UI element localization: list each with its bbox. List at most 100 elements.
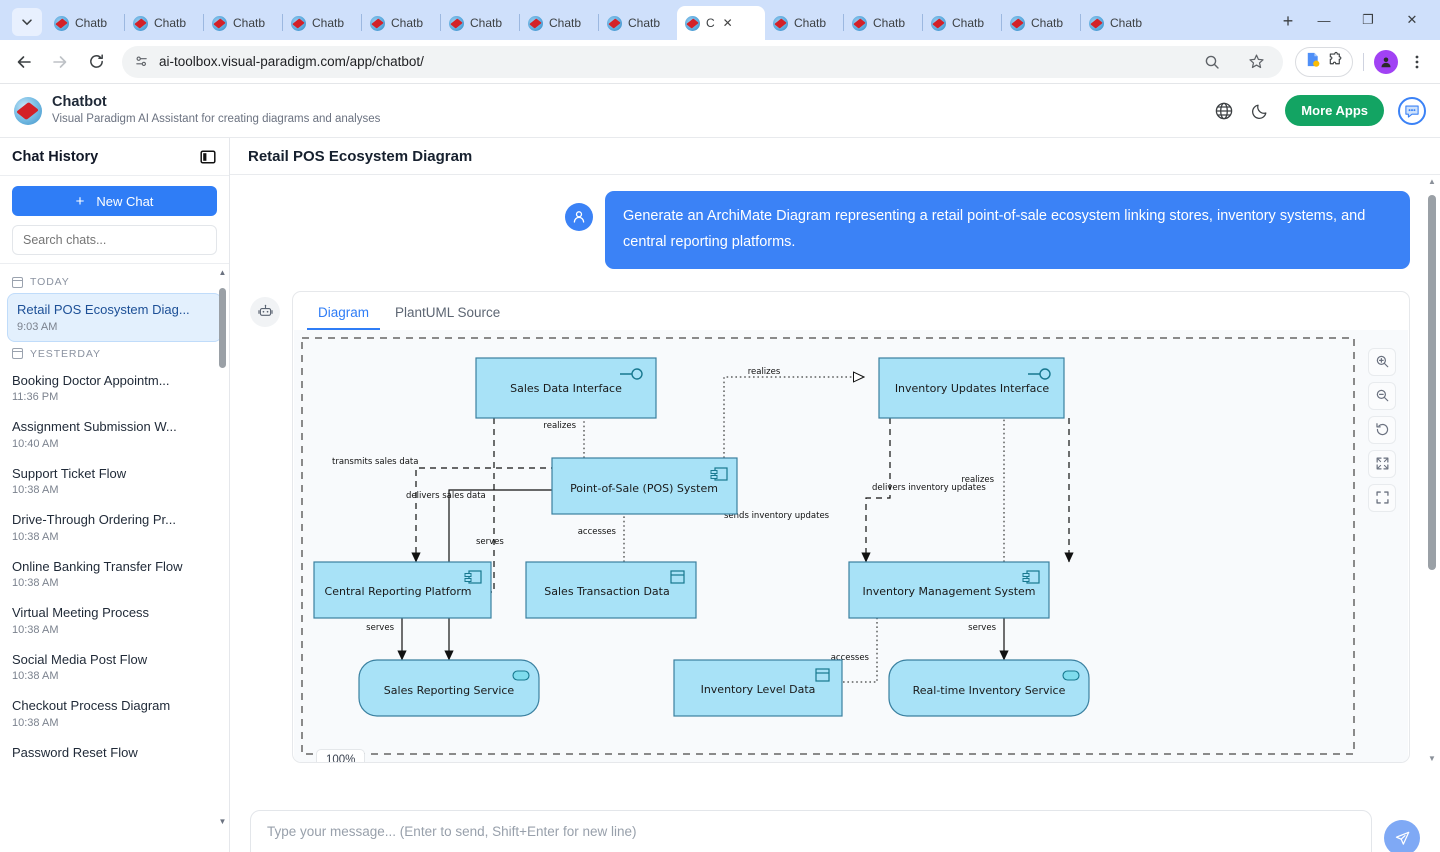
more-apps-button[interactable]: More Apps xyxy=(1285,95,1384,126)
tab-favicon-icon xyxy=(852,15,867,31)
extensions-puzzle-icon[interactable] xyxy=(1327,51,1344,73)
fit-to-screen-button[interactable] xyxy=(1368,449,1396,478)
zoom-in-button[interactable] xyxy=(1368,347,1396,376)
browser-tab[interactable]: Chatb xyxy=(362,6,440,40)
diagram-canvas[interactable]: realizes realizes realizes transmits sal… xyxy=(294,329,1408,762)
browser-tab[interactable]: Chatb xyxy=(923,6,1001,40)
chat-item-title: Online Banking Transfer Flow xyxy=(12,558,183,574)
browser-tab[interactable]: Chatb xyxy=(599,6,677,40)
tab-separator xyxy=(843,14,844,31)
tab-separator xyxy=(282,14,283,31)
chat-history-item[interactable]: Password Reset Flow xyxy=(0,737,229,770)
conversation-scroll-thumb[interactable] xyxy=(1428,195,1436,570)
search-chats-input[interactable] xyxy=(12,225,217,255)
collapse-sidebar-icon[interactable] xyxy=(199,148,217,166)
browser-tab[interactable]: Chatb xyxy=(1081,6,1159,40)
tab-label: Chatb xyxy=(154,16,187,30)
site-settings-icon xyxy=(136,56,147,67)
forward-button[interactable] xyxy=(44,46,76,78)
new-chat-button[interactable]: + New Chat xyxy=(12,186,217,216)
app-title: Chatbot xyxy=(52,94,107,111)
chat-history-item[interactable]: Booking Doctor Appointm...11:36 PM xyxy=(0,365,229,412)
back-button[interactable] xyxy=(8,46,40,78)
conversation-scroll-down-arrow[interactable]: ▼ xyxy=(1428,754,1436,763)
tab-label: C xyxy=(706,16,715,30)
svg-text:realizes: realizes xyxy=(961,475,994,485)
svg-text:Sales Transaction Data: Sales Transaction Data xyxy=(544,585,669,598)
conversation-scrollbar[interactable]: ▲ ▼ xyxy=(1427,177,1437,763)
window-minimize-button[interactable]: — xyxy=(1317,12,1331,28)
diagram-result-card: Diagram PlantUML Source xyxy=(292,290,1410,763)
chat-item-title: Retail POS Ecosystem Diag... xyxy=(17,302,190,317)
tab-label: Chatb xyxy=(952,16,985,30)
window-close-button[interactable]: ✕ xyxy=(1406,12,1418,27)
chat-history-item[interactable]: Assignment Submission W...10:40 AM xyxy=(0,411,229,458)
conversation-scroll-up-arrow[interactable]: ▲ xyxy=(1428,177,1436,186)
sidebar-scroll-thumb[interactable] xyxy=(219,288,226,368)
sidebar-scroll-up-arrow[interactable]: ▲ xyxy=(218,268,227,277)
window-maximize-button[interactable]: ❐ xyxy=(1362,12,1374,27)
browser-tab[interactable]: Chatb xyxy=(283,6,361,40)
chat-item-time: 10:38 AM xyxy=(12,623,59,636)
extensions-pill[interactable] xyxy=(1295,46,1353,77)
browser-tab[interactable]: C✕ xyxy=(677,6,765,40)
chat-item-time: 9:03 AM xyxy=(17,320,58,333)
archimate-diagram[interactable]: realizes realizes realizes transmits sal… xyxy=(294,330,1364,762)
chat-group-header: YESTERDAY xyxy=(0,342,229,365)
svg-text:transmits sales data: transmits sales data xyxy=(332,457,418,467)
message-input[interactable]: Type your message... (Enter to send, Shi… xyxy=(250,810,1372,852)
browser-toolbar: ai-toolbox.visual-paradigm.com/app/chatb… xyxy=(0,40,1440,84)
tab-separator xyxy=(203,14,204,31)
tab-separator xyxy=(1001,14,1002,31)
browser-tab[interactable]: Chatb xyxy=(46,6,124,40)
profile-avatar[interactable] xyxy=(1374,49,1398,74)
tab-close-icon[interactable]: ✕ xyxy=(722,16,733,30)
result-tab-plantuml-source[interactable]: PlantUML Source xyxy=(395,304,501,320)
sidebar-scrollbar[interactable]: ▲ ▼ xyxy=(218,268,227,826)
tab-search-icon[interactable] xyxy=(12,8,42,36)
zoom-out-button[interactable] xyxy=(1368,381,1396,410)
tab-favicon-icon xyxy=(773,15,788,31)
chat-item-time: 10:40 AM xyxy=(12,437,59,450)
tab-separator xyxy=(361,14,362,31)
browser-tab[interactable]: Chatb xyxy=(204,6,282,40)
conversation-title-bar: Retail POS Ecosystem Diagram xyxy=(230,138,1440,175)
sidebar-scroll-down-arrow[interactable]: ▼ xyxy=(218,817,227,826)
zoom-out-icon xyxy=(1376,389,1388,402)
reload-button[interactable] xyxy=(80,46,112,78)
language-globe-icon[interactable] xyxy=(1213,100,1235,122)
chat-pane: Retail POS Ecosystem Diagram Generate an… xyxy=(230,138,1440,852)
send-message-button[interactable] xyxy=(1384,820,1420,852)
bookmark-star-icon[interactable] xyxy=(1241,47,1271,77)
chat-group-label: YESTERDAY xyxy=(30,347,101,360)
zoom-out-page-icon[interactable] xyxy=(1197,47,1227,77)
browser-tab[interactable]: Chatb xyxy=(765,6,843,40)
browser-tab[interactable]: Chatb xyxy=(125,6,203,40)
svg-text:Real-time Inventory Service: Real-time Inventory Service xyxy=(913,684,1066,697)
document-extension-icon[interactable] xyxy=(1304,51,1321,73)
browser-tab[interactable]: Chatb xyxy=(520,6,598,40)
dark-mode-moon-icon[interactable] xyxy=(1249,100,1271,122)
fullscreen-button[interactable] xyxy=(1368,483,1396,512)
address-bar[interactable]: ai-toolbox.visual-paradigm.com/app/chatb… xyxy=(122,45,1283,78)
chatbot-assistant-icon[interactable] xyxy=(1398,96,1426,125)
browser-tab[interactable]: Chatb xyxy=(441,6,519,40)
browser-tab[interactable]: Chatb xyxy=(1002,6,1080,40)
diagram-node-inventory-updates-interface: Inventory Updates Interface xyxy=(878,356,1065,419)
chat-history-item[interactable]: Drive-Through Ordering Pr...10:38 AM xyxy=(0,504,229,551)
new-tab-button[interactable]: + xyxy=(1282,10,1294,31)
chat-history-item[interactable]: Retail POS Ecosystem Diag... 9:03 AM xyxy=(7,293,222,342)
tab-label: Chatb xyxy=(1031,16,1064,30)
reset-zoom-button[interactable] xyxy=(1368,415,1396,444)
browser-tab[interactable]: Chatb xyxy=(844,6,922,40)
browser-menu-icon[interactable] xyxy=(1402,47,1432,77)
svg-text:serves: serves xyxy=(968,623,996,633)
result-tab-diagram[interactable]: Diagram xyxy=(307,298,381,330)
